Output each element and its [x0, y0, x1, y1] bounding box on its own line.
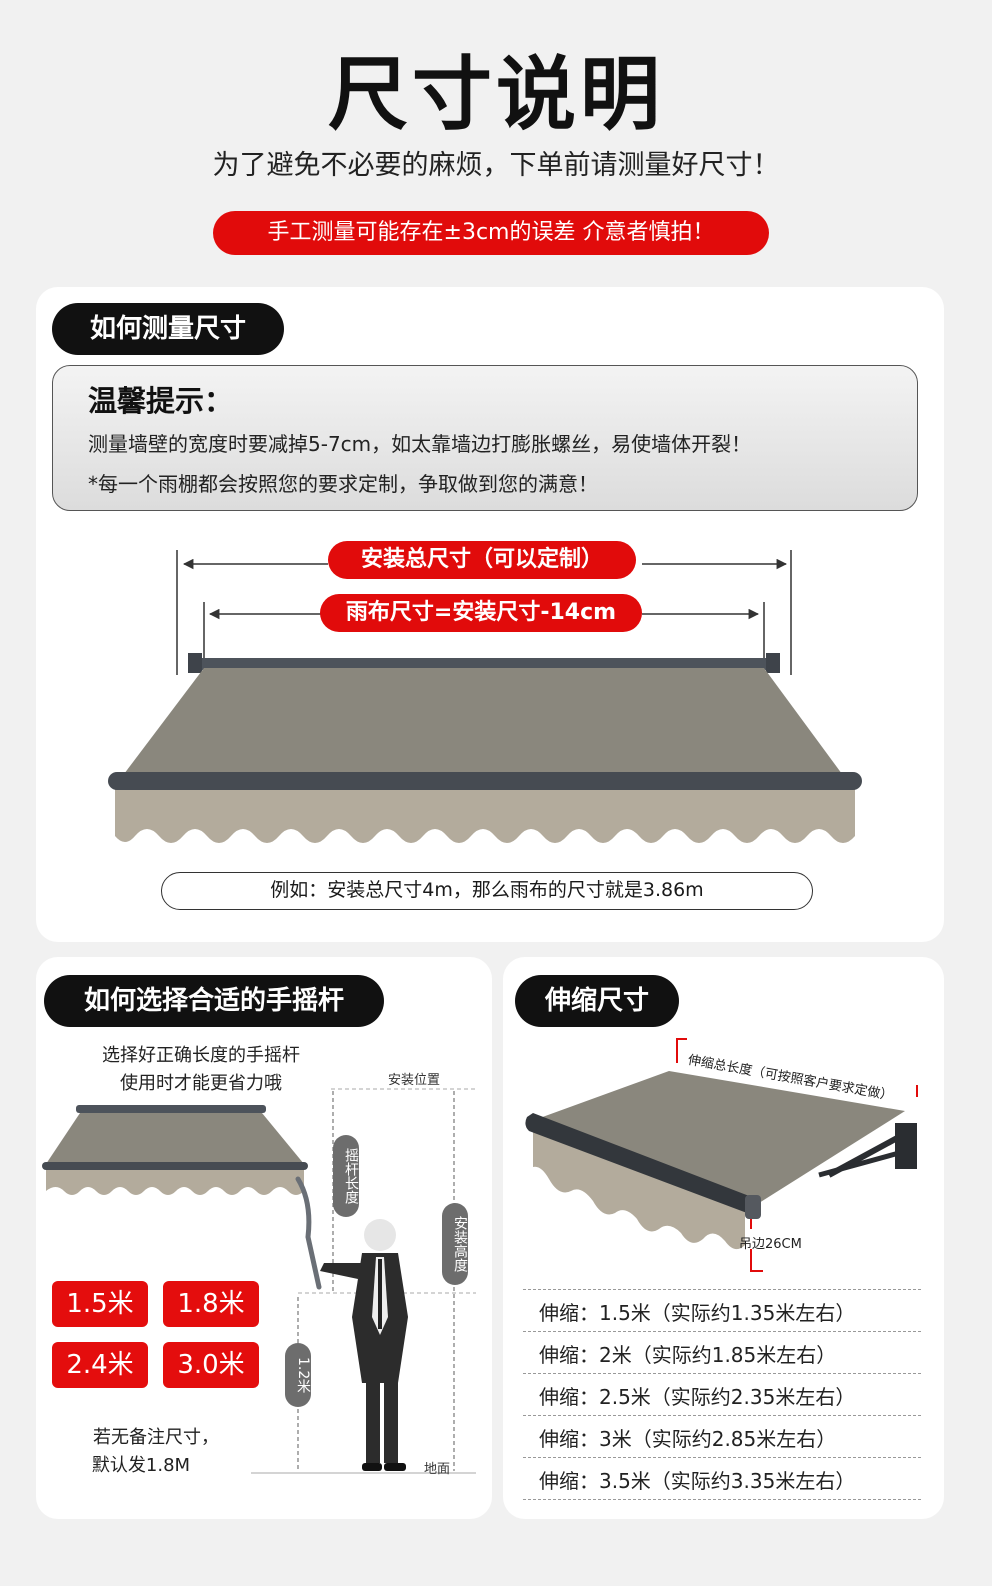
awning-back-cassette [188, 658, 780, 670]
height-value-tag: 1.2米 [285, 1343, 311, 1407]
default-note-2: 默认发1.8M [91, 1455, 191, 1476]
person-head [364, 1219, 396, 1251]
tip-box: 温馨提示： 测量墙壁的宽度时要减掉5-7cm，如太靠墙边打膨胀螺丝，易使墙体开裂… [52, 365, 918, 511]
extension-row-3: 伸缩：2.5米（实际约2.35米左右） [539, 1385, 856, 1409]
fabric-size-label: 雨布尺寸=安装尺寸-14cm [320, 594, 642, 632]
crank-intro-2: 使用时才能更省力哦 [120, 1073, 282, 1094]
extension-diagram [525, 1038, 918, 1272]
size-option-1-8: 1.8米 [163, 1281, 259, 1327]
extension-front-bar [525, 1113, 759, 1214]
valance-label: 吊边26CM [739, 1237, 802, 1252]
person-arm [320, 1263, 362, 1279]
awning-diagram [108, 550, 862, 843]
crank-rod [295, 1176, 322, 1290]
extension-heading: 伸缩尺寸 [515, 975, 679, 1027]
awning-front-bar [108, 772, 862, 790]
extension-valance [533, 1129, 745, 1250]
install-height-tag: 安装高度 [442, 1203, 468, 1285]
extension-row-2: 伸缩：2米（实际约1.85米左右） [539, 1343, 837, 1367]
ground-label: 地面 [424, 1462, 451, 1477]
total-size-label: 安装总尺寸（可以定制） [328, 541, 636, 579]
page-title: 尺寸说明 [328, 48, 664, 141]
awning-valance [115, 786, 855, 843]
extension-card: 伸缩尺寸 伸缩总长度（可按照客户要求定做） 吊边26CM 伸缩：1.5米（实际约… [503, 957, 944, 1519]
size-option-1-5: 1.5米 [52, 1281, 148, 1327]
crank-heading: 如何选择合适的手摇杆 [44, 975, 384, 1027]
page-subtitle: 为了避免不必要的麻烦，下单前请测量好尺寸！ [212, 150, 780, 181]
measure-heading: 如何测量尺寸 [52, 303, 284, 355]
error-warning-badge: 手工测量可能存在±3cm的误差 介意者慎拍！ [213, 211, 769, 255]
crank-intro-1: 选择好正确长度的手摇杆 [102, 1045, 300, 1066]
tip-line-1: 测量墙壁的宽度时要减掉5-7cm，如太靠墙边打膨胀螺丝，易使墙体开裂！ [88, 432, 752, 456]
default-note-1: 若无备注尺寸， [93, 1427, 219, 1448]
crank-length-tag: 摇杆长度 [333, 1135, 359, 1217]
crank-card: 如何选择合适的手摇杆 选择好正确长度的手摇杆 使用时才能更省力哦 安装位置 摇杆… [36, 957, 492, 1519]
install-position-label: 安装位置 [388, 1073, 441, 1088]
extension-row-5: 伸缩：3.5米（实际约3.35米左右） [539, 1469, 856, 1493]
size-option-3-0: 3.0米 [163, 1342, 259, 1388]
extension-row-4: 伸缩：3米（实际约2.85米左右） [539, 1427, 837, 1451]
tip-line-2: *每一个雨棚都会按照您的要求定制，争取做到您的满意！ [88, 472, 598, 496]
tip-title: 温馨提示： [88, 384, 234, 418]
awning-fabric [124, 668, 842, 774]
size-option-2-4: 2.4米 [52, 1342, 148, 1388]
extension-row-1: 伸缩：1.5米（实际约1.35米左右） [539, 1301, 856, 1325]
crank-diagram [42, 1088, 476, 1474]
example-note: 例如：安装总尺寸4m，那么雨布的尺寸就是3.86m [161, 872, 813, 910]
extension-fabric [537, 1071, 905, 1203]
